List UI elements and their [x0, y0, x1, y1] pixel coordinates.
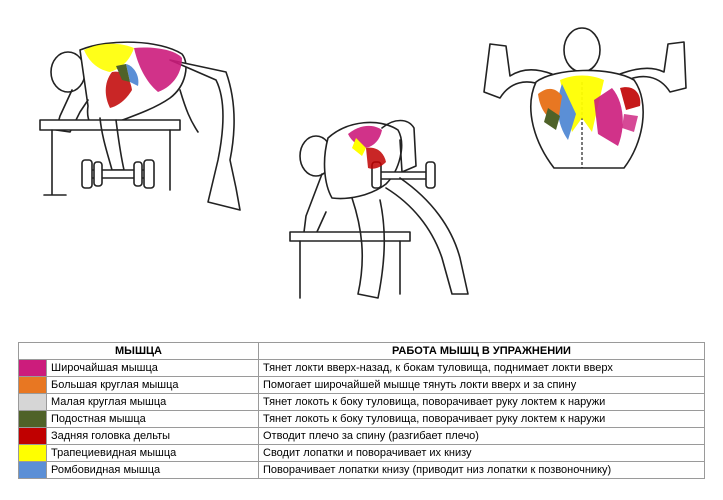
figure-one-arm-row-raised: [289, 119, 469, 299]
swatch-fill: [19, 377, 46, 393]
muscle-table: МЫШЦА РАБОТА МЫШЦ В УПРАЖНЕНИИ Широчайша…: [18, 342, 705, 479]
header-action: РАБОТА МЫШЦ В УПРАЖНЕНИИ: [258, 342, 705, 360]
swatch-fill: [19, 394, 46, 410]
muscle-action: Тянет локти вверх-назад, к бокам туловищ…: [258, 359, 705, 377]
muscle-action: Тянет локоть к боку туловища, поворачива…: [258, 393, 705, 411]
figure-bent-over-row-side: [39, 41, 241, 211]
swatch-fill: [19, 360, 46, 376]
swatch-fill: [19, 445, 46, 461]
muscle-action: Сводит лопатки и поворачивает их книзу: [258, 444, 705, 462]
muscle-action: Тянет локоть к боку туловища, поворачива…: [258, 410, 705, 428]
muscle-color-swatch: [18, 410, 47, 428]
muscle-name: Малая круглая мышца: [46, 393, 259, 411]
muscle-color-swatch: [18, 444, 47, 462]
muscle-action: Отводит плечо за спину (разгибает плечо): [258, 427, 705, 445]
muscle-action: Помогает широчайшей мышце тянуть локти в…: [258, 376, 705, 394]
muscle-action: Поворачивает лопатки книзу (приводит низ…: [258, 461, 705, 479]
table-header-row: МЫШЦА РАБОТА МЫШЦ В УПРАЖНЕНИИ: [18, 342, 705, 360]
muscle-color-swatch: [18, 376, 47, 394]
swatch-fill: [19, 411, 46, 427]
muscle-name: Широчайшая мышца: [46, 359, 259, 377]
muscle-color-swatch: [18, 393, 47, 411]
swatch-fill: [19, 428, 46, 444]
exercise-illustrations: [39, 27, 687, 299]
swatch-fill: [19, 462, 46, 478]
figure-back-view-pose: [483, 27, 687, 169]
muscle-color-swatch: [18, 427, 47, 445]
header-muscle: МЫШЦА: [18, 342, 259, 360]
muscle-name: Задняя головка дельты: [46, 427, 259, 445]
muscle-name: Большая круглая мышца: [46, 376, 259, 394]
muscle-color-swatch: [18, 359, 47, 377]
muscle-color-swatch: [18, 461, 47, 479]
muscle-name: Подостная мышца: [46, 410, 259, 428]
muscle-name: Ромбовидная мышца: [46, 461, 259, 479]
muscle-name: Трапециевидная мышца: [46, 444, 259, 462]
